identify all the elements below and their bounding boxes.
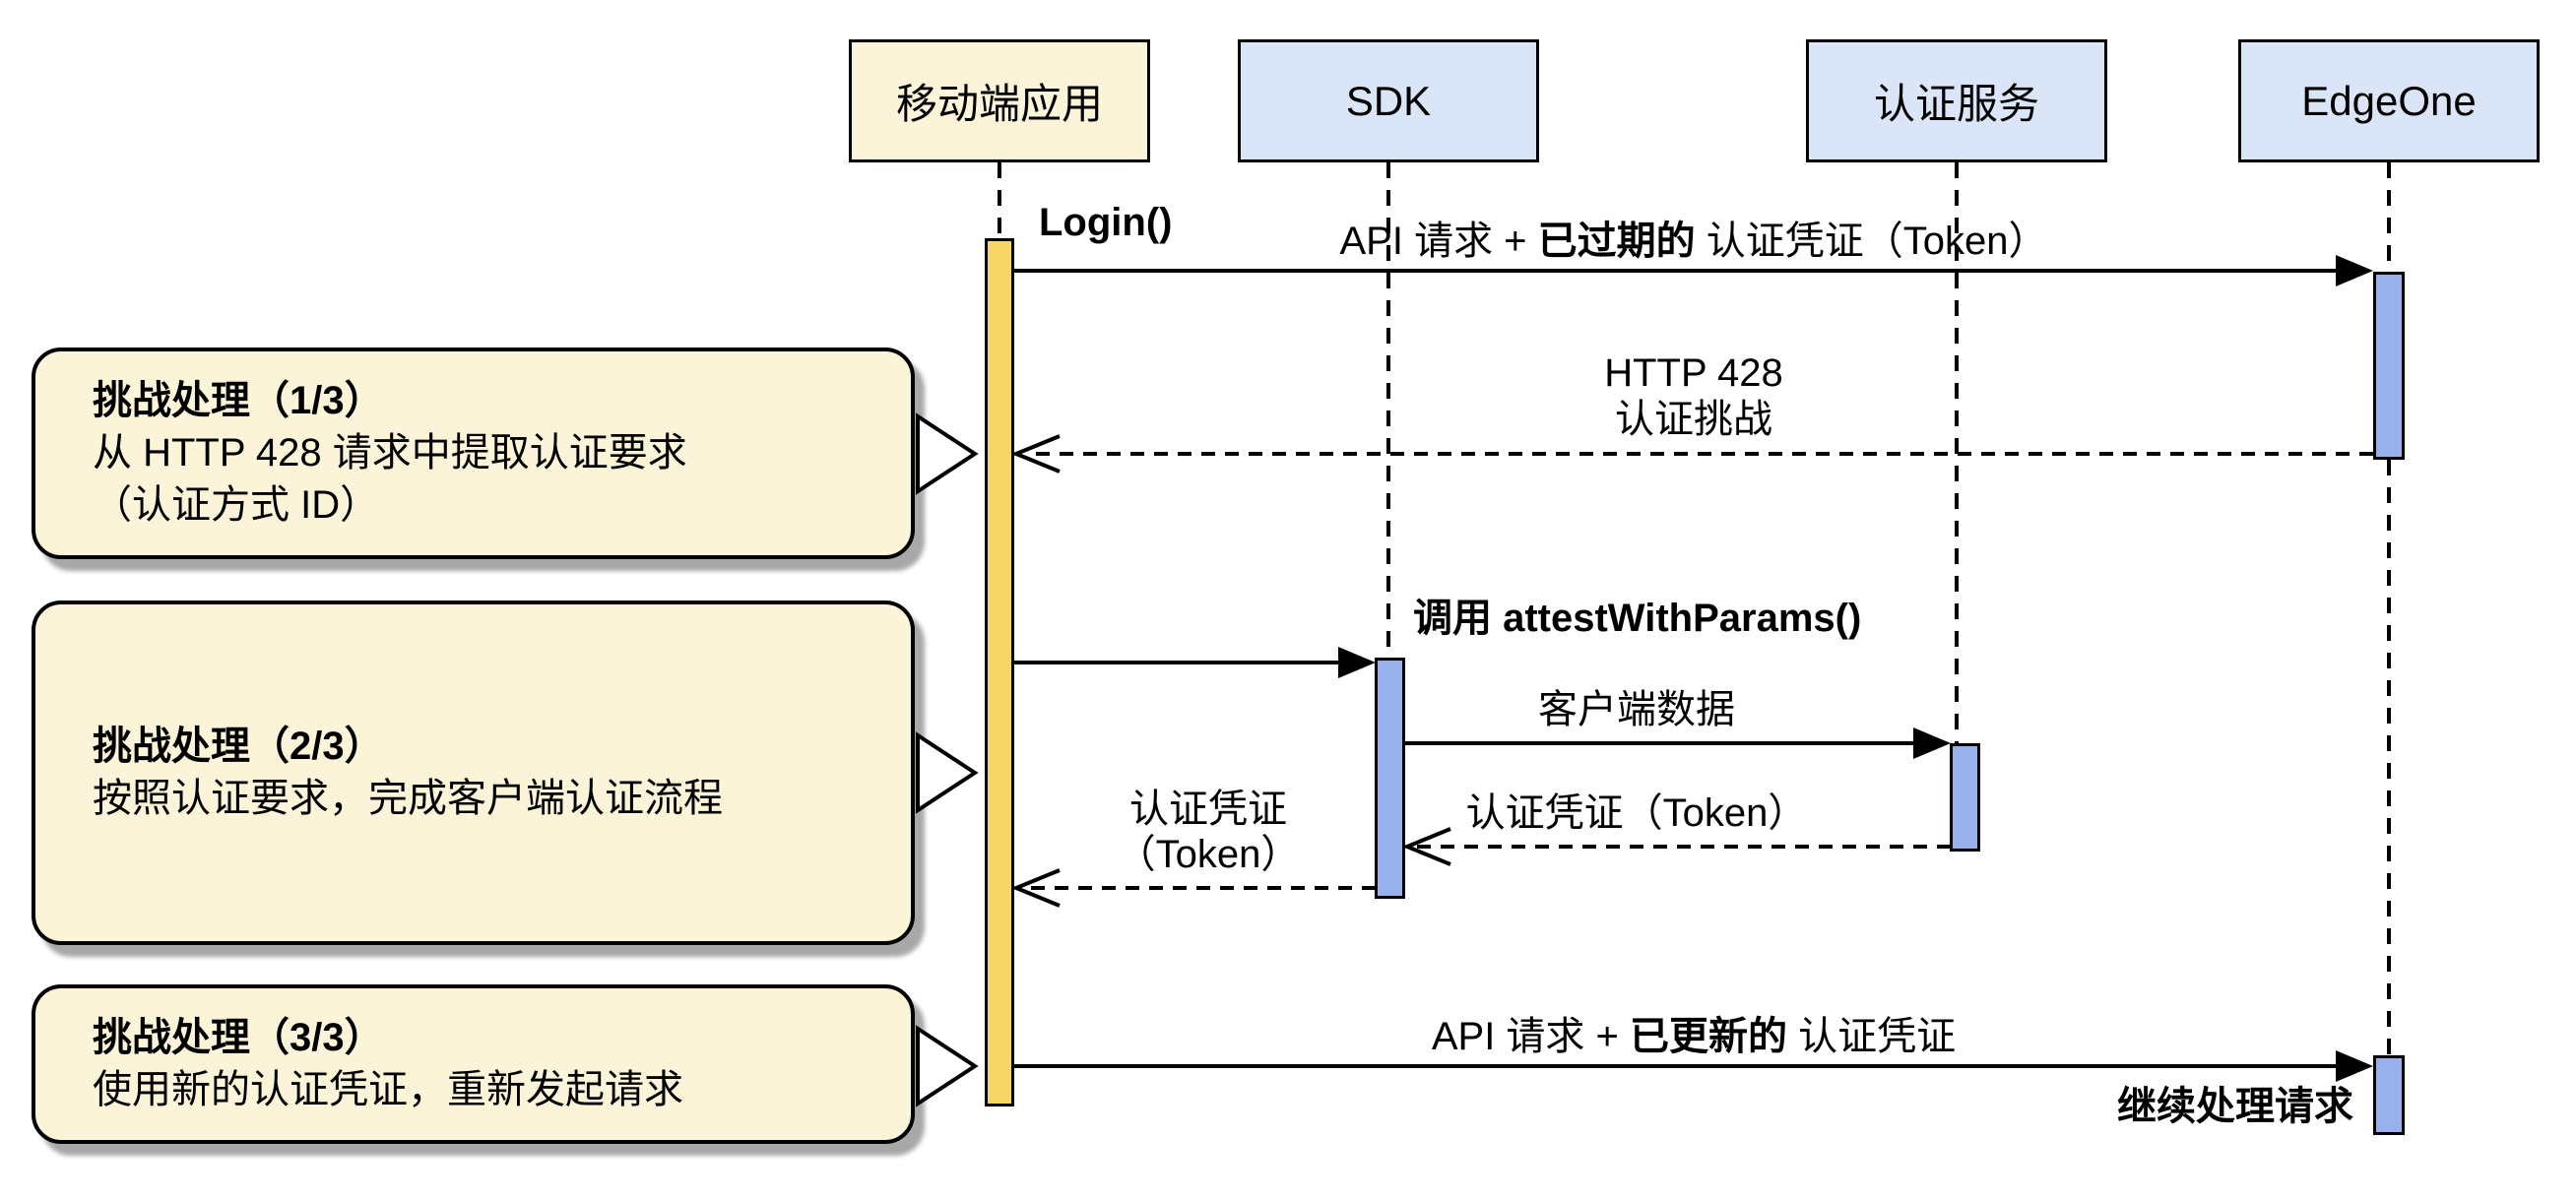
open-arrowhead-token-to-sdk — [1401, 827, 1451, 866]
participant-edgeone: EdgeOne — [2238, 39, 2540, 162]
message-api-request-expired-prefix: API 请求 + — [1339, 220, 1538, 263]
note-challenge-1-line: （认证方式 ID） — [93, 483, 380, 527]
note-challenge-2-title: 挑战处理（2/3） — [93, 725, 384, 768]
message-login: Login() — [1039, 201, 1173, 244]
message-api-request-expired-bold: 已过期的 — [1537, 220, 1696, 263]
participant-mobile-app-label: 移动端应用 — [895, 81, 1103, 127]
participant-sdk: SDK — [1238, 39, 1539, 162]
activation-bar-edgeone-1 — [2373, 272, 2405, 460]
message-token-to-app-line2: （Token） — [1116, 833, 1301, 876]
message-token-from-auth: 认证凭证（Token） — [1465, 791, 1808, 835]
note-challenge-3: 挑战处理（3/3） 使用新的认证凭证，重新发起请求 — [32, 984, 915, 1144]
note-challenge-3-title: 挑战处理（3/3） — [93, 1016, 384, 1059]
note-challenge-1-line: 从 HTTP 428 请求中提取认证要求 — [93, 431, 687, 474]
message-api-request-renewed: API 请求 + 已更新的 认证凭证 — [1014, 1014, 2373, 1059]
open-arrowhead-token-to-app — [1010, 868, 1061, 908]
arrowhead-client-data — [1913, 727, 1951, 759]
participant-mobile-app: 移动端应用 — [849, 39, 1150, 162]
activation-bar-mobile — [985, 238, 1014, 1106]
note-challenge-1-title: 挑战处理（1/3） — [93, 379, 384, 422]
activation-bar-edgeone-2 — [2373, 1055, 2405, 1135]
participant-auth-service-label: 认证服务 — [1873, 81, 2039, 127]
message-api-request-expired-suffix: 认证凭证（Token） — [1695, 220, 2048, 263]
participant-edgeone-label: EdgeOne — [2301, 77, 2477, 124]
note-challenge-1: 挑战处理（1/3） 从 HTTP 428 请求中提取认证要求 （认证方式 ID） — [32, 348, 915, 559]
message-api-request-renewed-prefix: API 请求 + — [1431, 1015, 1631, 1058]
message-api-request-renewed-suffix: 认证凭证 — [1787, 1015, 1957, 1058]
message-client-data: 客户端数据 — [1538, 688, 1735, 731]
note-challenge-3-line: 使用新的认证凭证，重新发起请求 — [93, 1068, 683, 1111]
message-http428: HTTP 428 认证挑战 — [1014, 350, 2373, 443]
message-http428-line2: 认证挑战 — [1615, 398, 1772, 441]
message-token-to-app-line1: 认证凭证 — [1129, 788, 1287, 831]
activation-bar-sdk — [1375, 658, 1405, 899]
open-arrowhead-http428 — [1010, 434, 1061, 474]
note-challenge-2-line: 按照认证要求，完成客户端认证流程 — [93, 777, 723, 820]
message-attest-call: 调用 attestWithParams() — [1413, 597, 1862, 640]
arrowhead-api-request-expired — [2336, 255, 2373, 286]
participant-auth-service: 认证服务 — [1806, 39, 2107, 162]
message-continue-processing: 继续处理请求 — [2117, 1085, 2353, 1128]
message-api-request-expired: API 请求 + 已过期的 认证凭证（Token） — [1014, 219, 2373, 264]
arrowhead-attest-call — [1338, 647, 1376, 678]
message-http428-line1: HTTP 428 — [1604, 351, 1783, 395]
message-token-to-app: 认证凭证 （Token） — [1024, 787, 1392, 877]
note-pointer-3 — [916, 1025, 979, 1107]
message-api-request-renewed-bold: 已更新的 — [1630, 1015, 1788, 1058]
note-pointer-1 — [916, 412, 979, 495]
activation-bar-auth — [1950, 743, 1980, 852]
note-challenge-2: 挑战处理（2/3） 按照认证要求，完成客户端认证流程 — [32, 600, 915, 945]
note-pointer-2 — [916, 731, 979, 814]
participant-sdk-label: SDK — [1345, 77, 1432, 124]
arrowhead-api-request-renewed — [2336, 1050, 2373, 1082]
